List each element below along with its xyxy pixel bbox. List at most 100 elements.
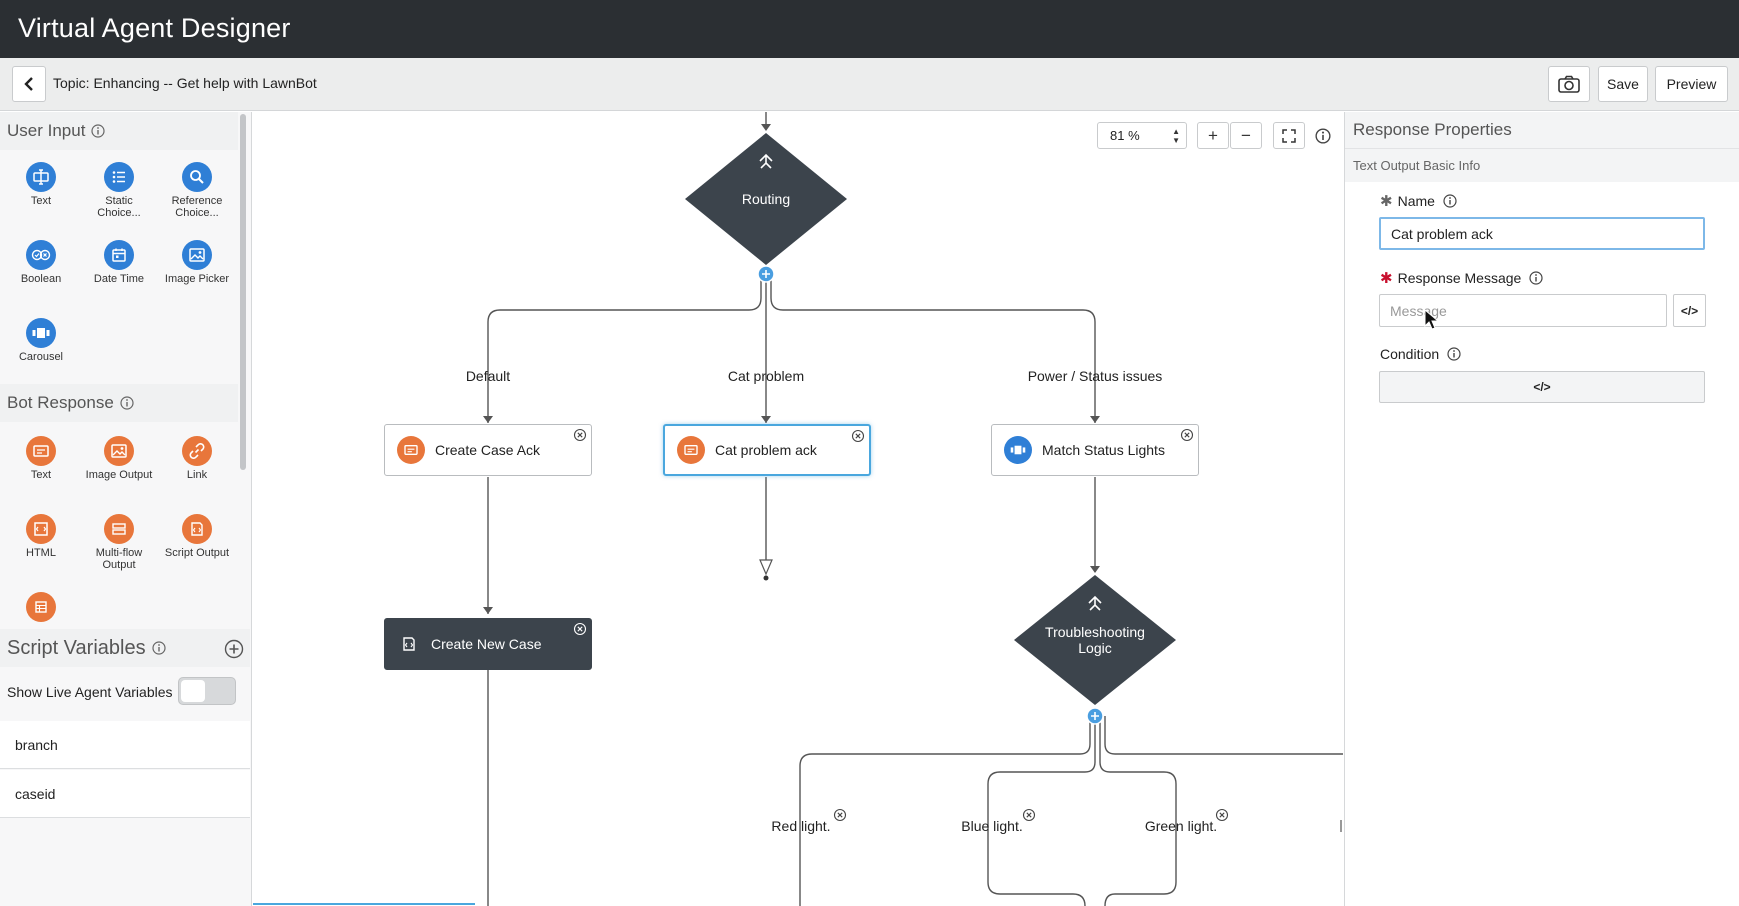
zoom-out-button[interactable]: − <box>1230 122 1262 149</box>
response-message-label: ✱ Response Message <box>1380 269 1543 287</box>
required-asterisk-icon: ✱ <box>1380 270 1393 287</box>
name-input[interactable]: Cat problem ack <box>1379 217 1705 250</box>
user-input-header: User Input <box>0 112 238 150</box>
camera-icon <box>1558 75 1580 93</box>
node-label: Match Status Lights <box>1042 442 1165 458</box>
info-icon[interactable] <box>1315 128 1331 144</box>
remove-node-icon[interactable] <box>573 622 587 636</box>
add-variable-icon[interactable] <box>224 639 244 659</box>
stepper-arrows-icon: ▲▼ <box>1172 127 1180 145</box>
condition-script-button[interactable]: </> <box>1379 371 1705 403</box>
fullscreen-icon <box>1282 128 1296 143</box>
palette-item-label: Reference Choice... <box>171 195 223 219</box>
palette-item-label: Text <box>30 469 52 481</box>
fit-screen-button[interactable] <box>1273 122 1305 149</box>
palette-item-script-output[interactable]: Script Output <box>162 514 232 559</box>
routing-decision-label[interactable]: Routing <box>741 191 791 207</box>
decision-label-line: Troubleshooting <box>1045 624 1145 640</box>
info-icon[interactable] <box>120 396 134 410</box>
info-icon[interactable] <box>1443 194 1457 208</box>
node-create-case-ack[interactable]: Create Case Ack <box>384 424 592 476</box>
script-variables-header: Script Variables <box>0 629 250 667</box>
palette-item-date-time[interactable]: Date Time <box>84 240 154 285</box>
app-header: Virtual Agent Designer <box>0 0 1739 58</box>
branch-label-cat-problem[interactable]: Cat problem <box>727 368 805 384</box>
zoom-in-button[interactable]: + <box>1197 122 1229 149</box>
branch-label-power-status[interactable]: Power / Status issues <box>1027 368 1163 384</box>
table-icon <box>26 592 56 622</box>
boolean-icon <box>26 240 56 270</box>
back-button[interactable] <box>12 66 46 102</box>
remove-branch-icon[interactable] <box>1022 808 1036 822</box>
info-icon[interactable] <box>1529 271 1543 285</box>
topic-toolbar: Topic: Enhancing -- Get help with LawnBo… <box>0 58 1739 111</box>
palette-item-more[interactable] <box>6 592 76 625</box>
branch-label-green-light[interactable]: Green light. <box>1144 818 1218 834</box>
screenshot-button[interactable] <box>1548 66 1590 102</box>
remove-node-icon[interactable] <box>573 428 587 442</box>
palette-item-label: Link <box>186 469 208 481</box>
node-match-status-lights[interactable]: Match Status Lights <box>991 424 1199 476</box>
troubleshooting-decision-label[interactable]: Troubleshooting Logic <box>1035 624 1155 656</box>
node-label: Create New Case <box>431 636 542 652</box>
variable-name: caseid <box>15 785 56 802</box>
topic-title: Topic: Enhancing -- Get help with LawnBo… <box>53 75 317 91</box>
link-icon <box>182 436 212 466</box>
toggle-knob <box>181 680 205 702</box>
palette-item-multiflow-output[interactable]: Multi-flow Output <box>84 514 154 571</box>
palette-item-link[interactable]: Link <box>162 436 232 481</box>
palette-item-label: Multi-flow Output <box>95 547 143 571</box>
script-icon <box>182 514 212 544</box>
palette-panel: User Input Text Static Choice... Referen… <box>0 112 252 906</box>
branch-label-default[interactable]: Default <box>465 368 511 384</box>
response-message-input[interactable]: Message <box>1379 294 1667 327</box>
message-script-button[interactable]: </> <box>1673 294 1706 327</box>
preview-button[interactable]: Preview <box>1655 66 1728 102</box>
remove-branch-icon[interactable] <box>833 808 847 822</box>
palette-item-label: Image Output <box>85 469 153 481</box>
info-icon[interactable] <box>1447 347 1461 361</box>
node-cat-problem-ack[interactable]: Cat problem ack <box>663 424 871 476</box>
bot-response-title: Bot Response <box>7 393 114 412</box>
info-icon[interactable] <box>91 124 106 138</box>
remove-node-icon[interactable] <box>851 429 865 443</box>
message-icon <box>26 436 56 466</box>
node-create-new-case[interactable]: Create New Case <box>384 618 592 670</box>
carousel-icon <box>1004 436 1032 464</box>
palette-item-reference-choice[interactable]: Reference Choice... <box>162 162 232 219</box>
variable-row-branch[interactable]: branch <box>0 721 250 769</box>
palette-item-static-choice[interactable]: Static Choice... <box>84 162 154 219</box>
palette-item-label: Image Picker <box>164 273 230 285</box>
required-asterisk-icon: ✱ <box>1380 193 1393 210</box>
branch-label-red-light[interactable]: Red light. <box>771 818 831 834</box>
palette-item-html[interactable]: HTML <box>6 514 76 559</box>
palette-item-boolean[interactable]: Boolean <box>6 240 76 285</box>
palette-scrollbar[interactable] <box>240 114 246 470</box>
variable-name: branch <box>15 736 58 753</box>
palette-item-text-output[interactable]: Text <box>6 436 76 481</box>
script-variables-title: Script Variables <box>7 636 146 659</box>
palette-item-image-output[interactable]: Image Output <box>84 436 154 481</box>
image-icon <box>182 240 212 270</box>
node-label: Cat problem ack <box>715 442 817 458</box>
palette-item-carousel[interactable]: Carousel <box>6 318 76 363</box>
remove-node-icon[interactable] <box>1180 428 1194 442</box>
palette-item-label: Carousel <box>18 351 64 363</box>
variable-row-caseid[interactable]: caseid <box>0 770 250 818</box>
palette-item-text-input[interactable]: Text <box>6 162 76 207</box>
plus-icon: + <box>1208 125 1218 145</box>
palette-item-image-picker[interactable]: Image Picker <box>162 240 232 285</box>
show-live-agent-toggle[interactable] <box>178 677 236 705</box>
palette-item-label: Date Time <box>93 273 145 285</box>
zoom-select[interactable]: 81 % ▲▼ <box>1097 122 1187 149</box>
palette-item-label: HTML <box>26 547 56 559</box>
flow-canvas[interactable]: 81 % ▲▼ + − Routing Troubleshooting Logi… <box>253 112 1343 906</box>
info-icon[interactable] <box>151 641 166 655</box>
branch-label-blue-light[interactable]: Blue light. <box>961 818 1023 834</box>
remove-branch-icon[interactable] <box>1215 808 1229 822</box>
palette-item-label: Text <box>30 195 52 207</box>
chevron-left-icon <box>24 77 33 91</box>
text-input-icon <box>26 162 56 192</box>
save-button[interactable]: Save <box>1598 66 1648 102</box>
bot-response-header: Bot Response <box>0 384 238 422</box>
